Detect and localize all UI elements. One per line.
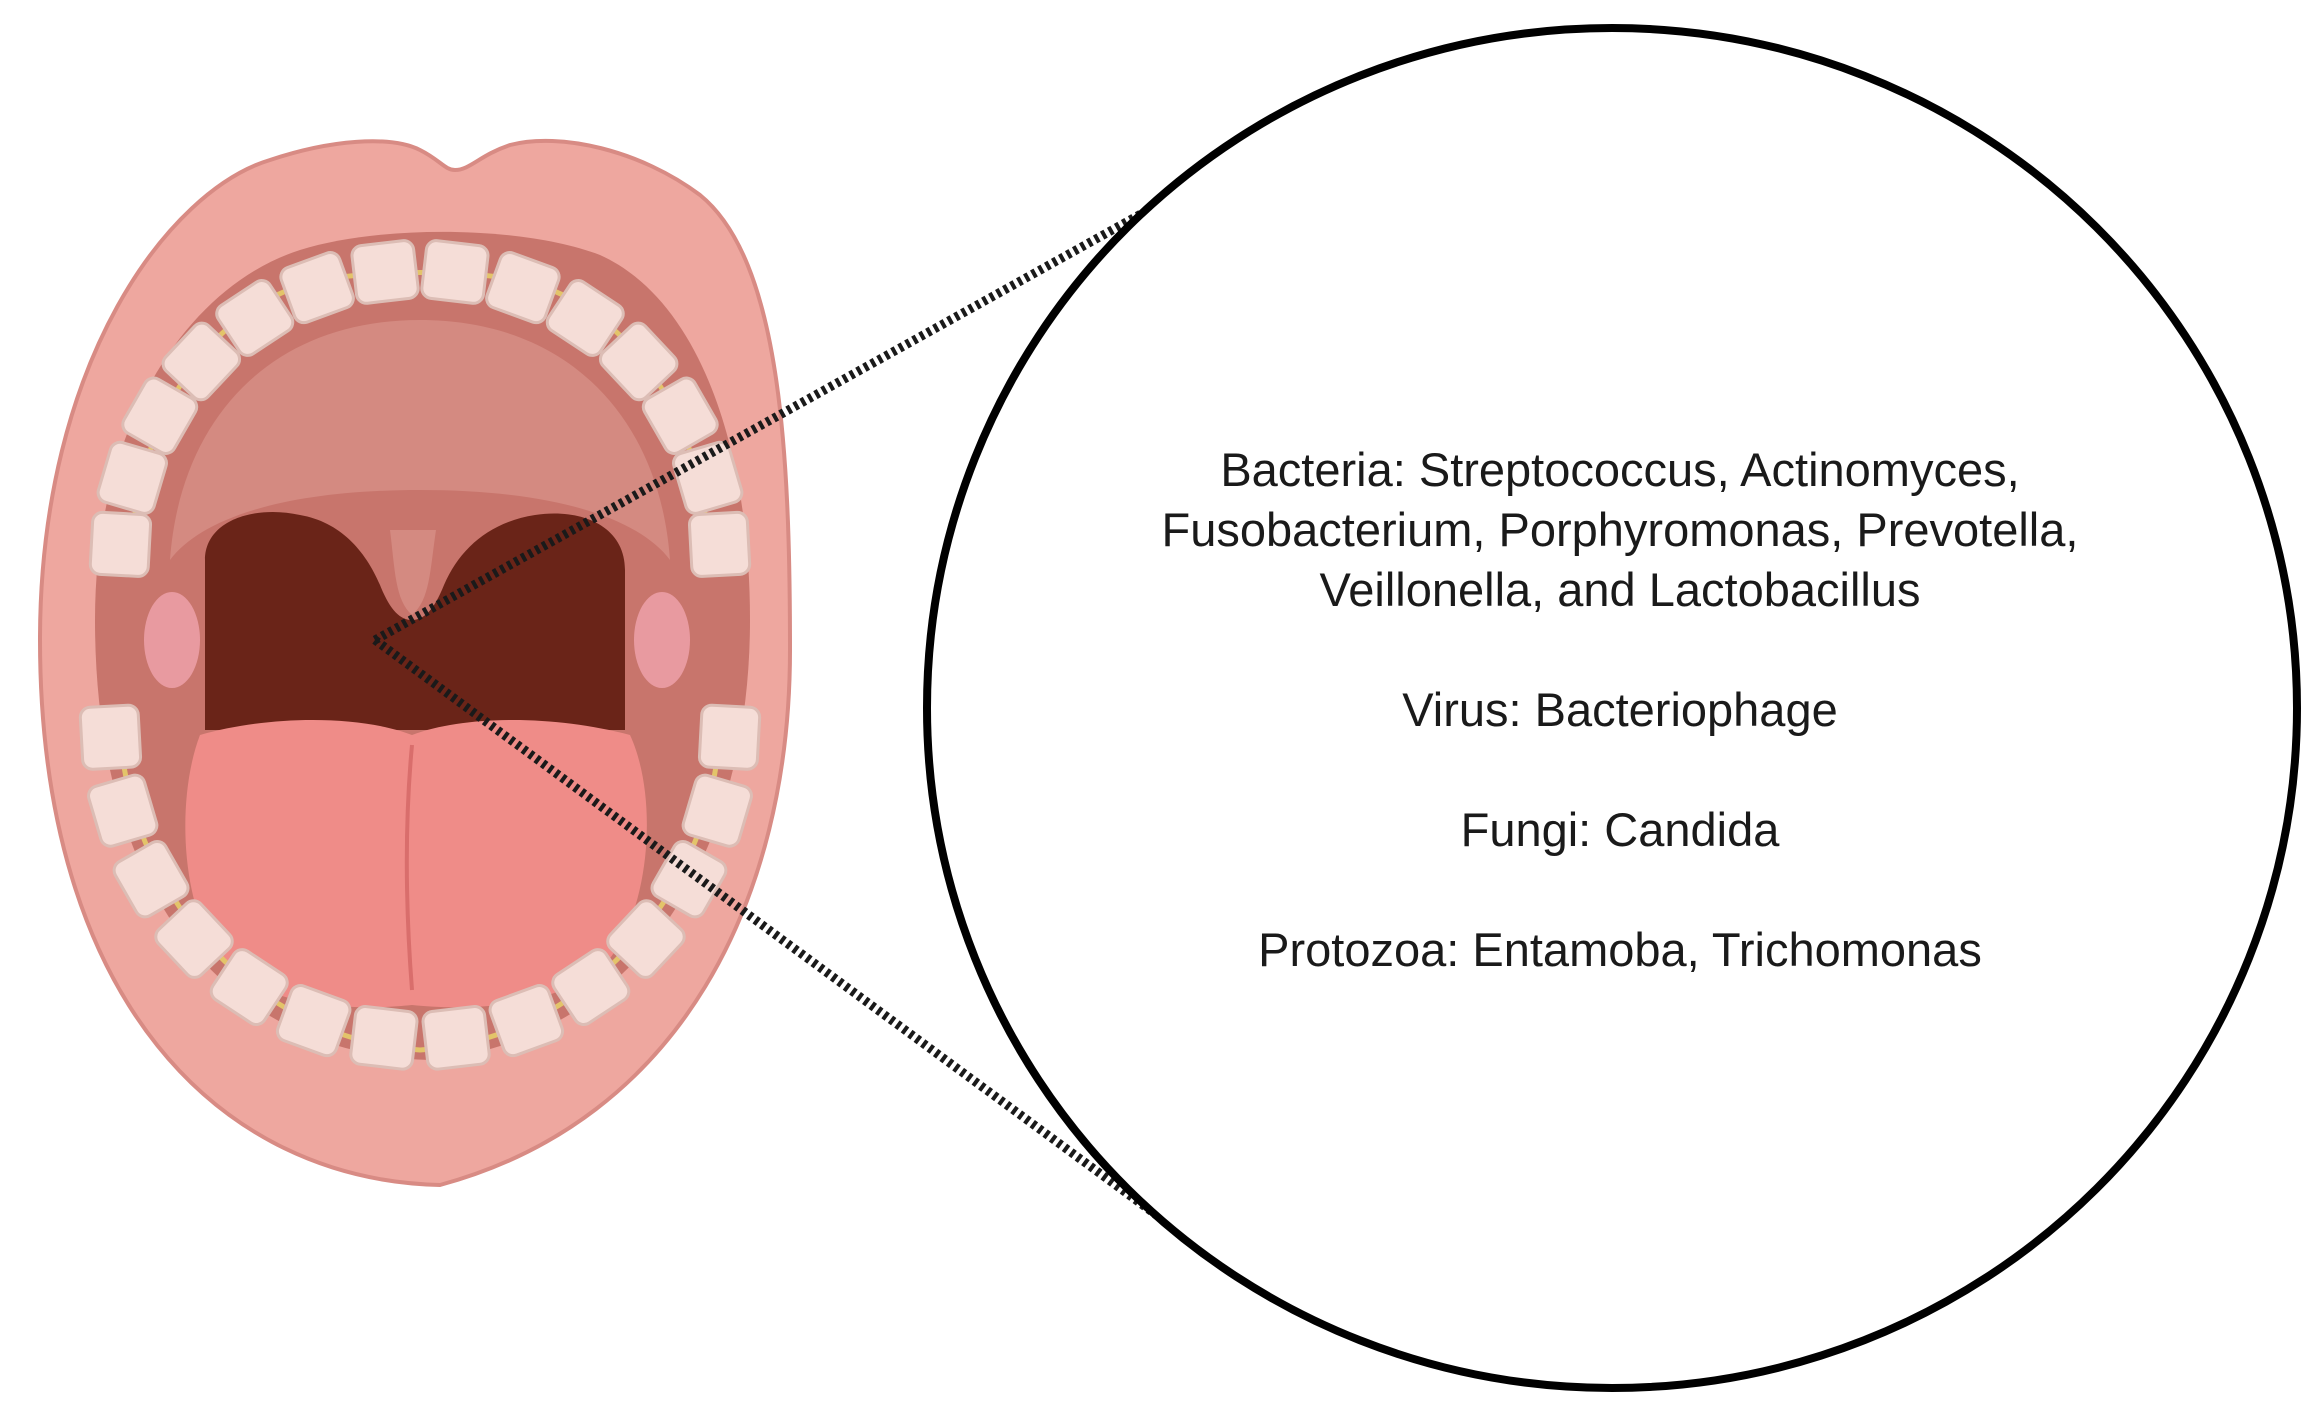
upper-tooth [545,279,625,357]
upper-tooth [88,510,153,578]
lower-tooth [87,773,159,848]
throat [205,512,625,730]
upper-tooth [279,251,355,325]
lower-teeth [78,703,762,1071]
lower-tooth [349,1005,419,1071]
lower-tooth [78,703,143,771]
left-tonsil [144,592,200,688]
magnified-circle [923,24,2301,1392]
lower-tooth [421,1005,491,1071]
lower-tooth [606,899,686,979]
bacteria-line-3: Veillonella, and Lactobacillus [1319,563,1921,616]
lower-tooth [488,984,565,1058]
lower-tooth [154,899,234,979]
fungi-paragraph: Fungi: Candida [1020,800,2220,860]
upper-tooth [215,279,295,357]
protozoa-paragraph: Protozoa: Entamoba, Trichomonas [1020,920,2220,980]
lower-tooth [275,984,352,1058]
zoom-line-upper [372,166,1223,644]
bacteria-line-2: Fusobacterium, Porphyromonas, Prevotella… [1161,503,2079,556]
lower-tooth [697,703,762,771]
upper-tooth [641,376,719,455]
upper-tooth [598,321,679,402]
tongue [185,720,647,1008]
virus-paragraph: Virus: Bacteriophage [1020,680,2220,740]
upper-tooth [121,376,199,455]
bacteria-paragraph: Bacteria: Streptococcus, Actinomyces, Fu… [1020,440,2220,620]
upper-teeth [88,239,752,578]
upper-tooth [161,321,242,402]
lower-tooth [681,773,753,848]
upper-tooth [420,239,490,305]
tongue-midline [404,744,414,991]
upper-tooth [687,510,752,578]
upper-tooth [350,239,420,305]
upper-tooth [485,251,561,325]
lower-tooth [209,948,289,1026]
microbe-list: Bacteria: Streptococcus, Actinomyces, Fu… [1020,440,2220,980]
zoom-connector-lines [372,166,1223,1229]
open-mouth-illustration [37,138,793,1188]
protozoa-line: Protozoa: Entamoba, Trichomonas [1258,923,1982,976]
upper-tooth [96,440,168,515]
lower-tooth [112,840,190,919]
right-tonsil [634,592,690,688]
fungi-line: Fungi: Candida [1460,803,1780,856]
lower-tooth [551,948,631,1026]
virus-line: Virus: Bacteriophage [1402,683,1838,736]
bacteria-line-1: Bacteria: Streptococcus, Actinomyces, [1220,443,2020,496]
soft-palate [170,320,670,560]
uvula [390,530,436,615]
